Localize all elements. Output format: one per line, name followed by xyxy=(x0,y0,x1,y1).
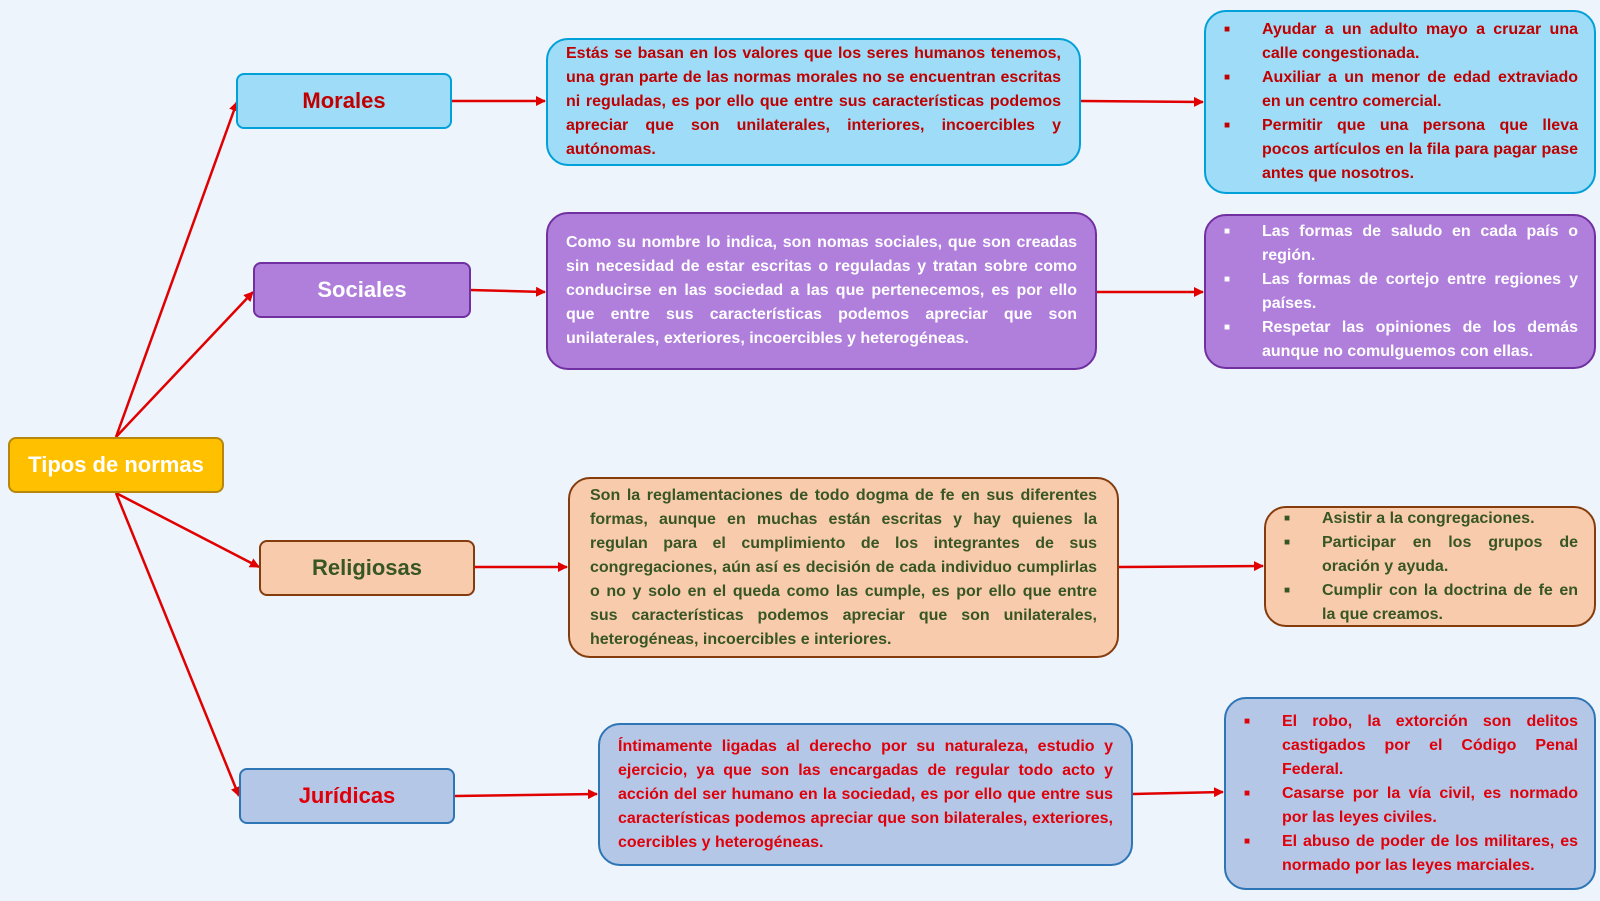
bullet-square-icon: ■ xyxy=(1284,512,1291,524)
category-morales: Morales xyxy=(236,73,452,129)
examples-religiosas: ■Asistir a la congregaciones. ■Participa… xyxy=(1264,506,1596,627)
example-item: ■Asistir a la congregaciones. xyxy=(1284,507,1578,531)
bullet-square-icon: ■ xyxy=(1244,835,1251,847)
example-item: ■Auxiliar a un menor de edad extraviado … xyxy=(1224,66,1578,114)
root-node: Tipos de normas xyxy=(8,437,224,493)
bullet-square-icon: ■ xyxy=(1224,321,1231,333)
example-item: ■Casarse por la vía civil, es normado po… xyxy=(1244,782,1578,830)
example-item: ■Cumplir con la doctrina de fe en la que… xyxy=(1284,579,1578,627)
examples-morales: ■Ayudar a un adulto mayo a cruzar una ca… xyxy=(1204,10,1596,194)
description-sociales: Como su nombre lo indica, son nomas soci… xyxy=(546,212,1097,370)
bullet-square-icon: ■ xyxy=(1244,787,1251,799)
example-item: ■Respetar las opiniones de los demás aun… xyxy=(1224,316,1578,364)
category-label-juridicas: Jurídicas xyxy=(298,783,396,808)
bullet-square-icon: ■ xyxy=(1224,225,1231,237)
arrow-root-juridicas xyxy=(114,492,241,797)
examples-sociales: ■Las formas de saludo en cada país o reg… xyxy=(1204,214,1596,369)
root-label: Tipos de normas xyxy=(28,452,204,477)
arrow-juridicas-desc xyxy=(454,789,598,800)
example-item: ■Las formas de saludo en cada país o reg… xyxy=(1224,220,1578,268)
category-label-religiosas: Religiosas xyxy=(311,555,423,580)
arrow-root-religiosas xyxy=(115,491,260,569)
arrow-sociales-desc xyxy=(469,286,546,297)
description-juridicas: Íntimamente ligadas al derecho por su na… xyxy=(598,723,1133,866)
category-religiosas: Religiosas xyxy=(259,540,475,596)
example-item: ■Participar en los grupos de oración y a… xyxy=(1284,531,1578,579)
arrow-religiosas-examples xyxy=(1118,561,1264,572)
example-item: ■Permitir que una persona que lleva poco… xyxy=(1224,114,1578,186)
description-text-sociales: Como su nombre lo indica, son nomas soci… xyxy=(566,234,1077,347)
bullet-square-icon: ■ xyxy=(1224,24,1231,35)
example-item: ■El robo, la extorción son delitos casti… xyxy=(1244,710,1578,782)
category-sociales: Sociales xyxy=(253,262,471,318)
bullet-square-icon: ■ xyxy=(1224,120,1231,131)
bullet-square-icon: ■ xyxy=(1224,72,1231,83)
example-item: ■Ayudar a un adulto mayo a cruzar una ca… xyxy=(1224,18,1578,66)
category-label-morales: Morales xyxy=(302,88,386,113)
bullet-square-icon: ■ xyxy=(1224,273,1231,285)
arrow-juridicas-examples xyxy=(1132,787,1224,798)
category-juridicas: Jurídicas xyxy=(239,768,455,824)
description-text-religiosas: Son la reglamentaciones de todo dogma de… xyxy=(590,486,1097,648)
description-morales: Estás se basan en los valores que los se… xyxy=(546,38,1081,166)
example-item: ■El abuso de poder de los militares, es … xyxy=(1244,830,1578,878)
bullet-square-icon: ■ xyxy=(1244,715,1251,727)
bullet-square-icon: ■ xyxy=(1284,536,1291,548)
description-religiosas: Son la reglamentaciones de todo dogma de… xyxy=(568,477,1119,658)
arrow-root-sociales xyxy=(115,291,254,438)
example-item: ■Las formas de cortejo entre regiones y … xyxy=(1224,268,1578,316)
examples-juridicas: ■El robo, la extorción son delitos casti… xyxy=(1224,697,1596,890)
arrow-root-morales xyxy=(114,101,239,438)
bullet-square-icon: ■ xyxy=(1284,584,1291,596)
description-text-juridicas: Íntimamente ligadas al derecho por su na… xyxy=(618,737,1113,851)
description-text-morales: Estás se basan en los valores que los se… xyxy=(566,45,1061,158)
arrow-morales-examples xyxy=(1080,96,1204,107)
category-label-sociales: Sociales xyxy=(317,277,407,302)
